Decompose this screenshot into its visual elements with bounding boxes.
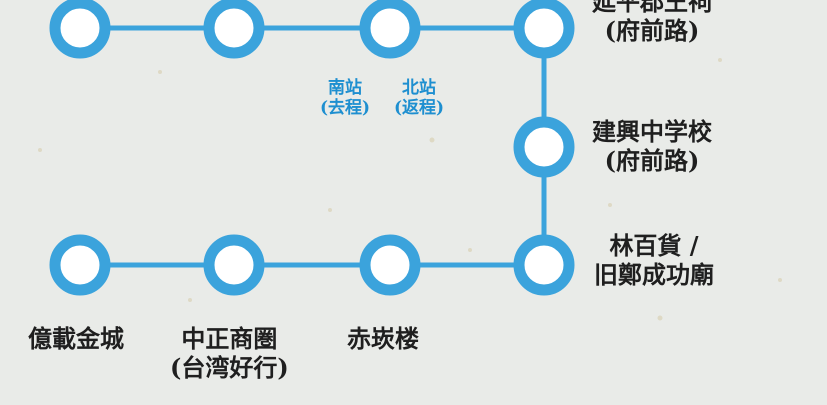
north-station-sub: (返程) — [394, 98, 445, 119]
stop-right-3: 林百貨 / 旧鄭成功廟 — [594, 231, 714, 290]
north-station-label: 北站 (返程) — [394, 78, 444, 119]
south-station-label: 南站 (去程) — [320, 78, 370, 119]
node-bottom-2[interactable] — [203, 234, 265, 296]
stop-bottom-1: 億載金城 — [28, 324, 124, 354]
node-right-middle[interactable] — [513, 116, 575, 178]
stop-right-1-name: 延平郡王祠 — [592, 0, 712, 16]
stop-right-3-sub: 旧鄭成功廟 — [594, 259, 714, 289]
route-lines — [80, 25, 547, 268]
stop-bottom-2-name: 中正商圏 — [181, 324, 278, 353]
node-bottom-3[interactable] — [359, 234, 421, 296]
paper-texture — [38, 58, 782, 321]
south-station-title: 南站 — [328, 78, 363, 98]
node-top-right[interactable] — [513, 0, 575, 59]
stop-right-1-sub: (府前路) — [604, 15, 700, 45]
node-top-3[interactable] — [359, 0, 421, 59]
south-station-sub: (去程) — [320, 98, 371, 119]
stop-bottom-2-sub: (台湾好行) — [170, 352, 289, 382]
stop-bottom-1-name: 億載金城 — [28, 324, 124, 353]
stop-right-1: 延平郡王祠 (府前路) — [592, 0, 712, 46]
node-bottom-1[interactable] — [49, 234, 111, 296]
node-top-2[interactable] — [203, 0, 265, 59]
north-station-title: 北站 — [402, 78, 437, 98]
stop-bottom-2: 中正商圏 (台湾好行) — [170, 324, 289, 383]
stop-bottom-3: 赤崁楼 — [347, 324, 419, 354]
stop-right-2-sub: (府前路) — [604, 145, 700, 175]
stop-right-2: 建興中学校 (府前路) — [592, 117, 712, 176]
stop-bottom-3-name: 赤崁楼 — [347, 324, 419, 353]
node-top-1[interactable] — [49, 0, 111, 59]
stop-right-2-name: 建興中学校 — [592, 117, 712, 146]
node-bottom-right[interactable] — [513, 234, 575, 296]
stop-right-3-name: 林百貨 / — [609, 231, 699, 260]
route-nodes — [49, 0, 575, 296]
